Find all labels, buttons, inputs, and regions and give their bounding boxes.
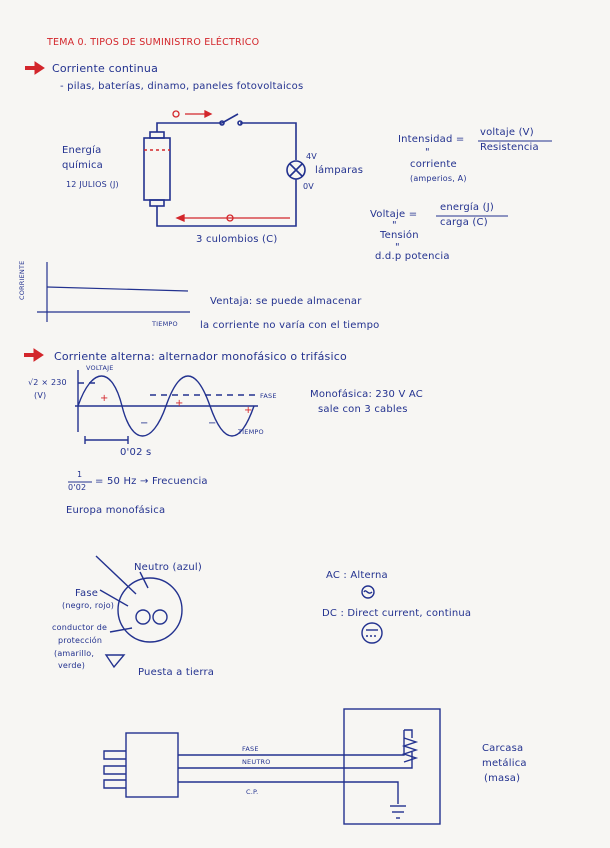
plug-icon bbox=[125, 732, 179, 798]
dc-definition: DC : Direct current, continua bbox=[322, 608, 472, 619]
time-label: TIEMPO bbox=[238, 428, 264, 436]
freq-numerator: 1 bbox=[77, 470, 83, 479]
ditto-mark: " bbox=[395, 242, 400, 253]
fraction-lines bbox=[68, 140, 552, 483]
cp-wire-label: C.P. bbox=[246, 788, 259, 796]
phase-label: FASE bbox=[260, 392, 277, 400]
protection-label-2: protección bbox=[58, 636, 103, 645]
lamp-icon bbox=[286, 160, 306, 180]
tension-label: Tensión bbox=[380, 230, 419, 241]
resistor-icon bbox=[401, 737, 419, 763]
plus-sign: + bbox=[100, 393, 109, 404]
ground-icon bbox=[104, 654, 126, 669]
ac-symbol-icon bbox=[361, 585, 375, 599]
peak-label: √2 × 230 bbox=[28, 378, 67, 387]
formula-intensity-num: voltaje (V) bbox=[480, 127, 534, 138]
no-variation-note: la corriente no varía con el tiempo bbox=[200, 320, 380, 331]
minus-sign: − bbox=[140, 418, 149, 429]
dc-current-graph bbox=[37, 262, 190, 322]
current-label: corriente bbox=[410, 159, 457, 170]
current-unit: (amperios, A) bbox=[410, 174, 467, 183]
freq-result: = 50 Hz → Frecuencia bbox=[95, 476, 208, 487]
ditto-mark: " bbox=[392, 220, 397, 231]
europe-note: Europa monofásica bbox=[66, 505, 166, 516]
advantage-note: Ventaja: se puede almacenar bbox=[210, 296, 362, 307]
switch-icon bbox=[221, 113, 239, 124]
energy-label: Energía bbox=[62, 145, 102, 156]
bullet-arrow-dc bbox=[25, 61, 45, 75]
voltage-bottom: 0V bbox=[303, 182, 314, 191]
metal-casing bbox=[343, 708, 441, 825]
charge-label: 3 culombios (C) bbox=[196, 234, 278, 245]
formula-voltage-num: energía (J) bbox=[440, 202, 494, 213]
phase-colors: (negro, rojo) bbox=[62, 601, 115, 610]
ac-heading: Corriente alterna: alternador monofásico… bbox=[54, 350, 347, 363]
period-label: 0'02 s bbox=[120, 447, 152, 458]
casing-label: Carcasa bbox=[482, 743, 524, 754]
ac-definition: AC : Alterna bbox=[326, 570, 388, 581]
dc-circuit bbox=[143, 113, 306, 227]
peak-unit: (V) bbox=[34, 391, 47, 400]
dc-heading: Corriente continua bbox=[52, 62, 159, 75]
energy-value: 12 JULIOS (J) bbox=[66, 180, 119, 189]
protection-label: conductor de bbox=[52, 623, 108, 632]
ddp-label: d.d.p potencia bbox=[375, 251, 450, 262]
casing-label-2: metálica bbox=[482, 758, 527, 769]
mono-cables-note: sale con 3 cables bbox=[318, 404, 408, 415]
voltage-top: 4V bbox=[306, 152, 317, 161]
bullet-arrow-ac bbox=[24, 348, 44, 362]
minus-sign: − bbox=[208, 418, 217, 429]
phase-wire-label: FASE bbox=[242, 745, 259, 753]
plus-sign: + bbox=[244, 405, 253, 416]
formula-intensity-den: Resistencia bbox=[480, 142, 539, 153]
ground-label: Puesta a tierra bbox=[138, 667, 215, 678]
formula-voltage-lhs: Voltaje = bbox=[370, 209, 418, 220]
current-arrows bbox=[172, 109, 290, 222]
page-title: TEMA 0. TIPOS DE SUMINISTRO ELÉCTRICO bbox=[47, 37, 260, 48]
lamp-label: lámparas bbox=[315, 165, 364, 176]
mono-note: Monofásica: 230 V AC bbox=[310, 389, 423, 400]
formula-voltage-den: carga (C) bbox=[440, 217, 488, 228]
formula-intensity-lhs: Intensidad = bbox=[398, 134, 465, 145]
protection-colors: (amarillo, bbox=[54, 649, 95, 658]
battery-icon bbox=[143, 137, 171, 201]
dc-symbol-icon bbox=[361, 622, 383, 644]
graph-x-label: TIEMPO bbox=[152, 320, 178, 328]
energy-label-2: química bbox=[62, 160, 104, 171]
voltage-axis-label: VOLTAJE bbox=[86, 364, 114, 372]
appliance-diagram bbox=[103, 708, 441, 825]
freq-denominator: 0'02 bbox=[68, 483, 87, 492]
plus-sign: + bbox=[175, 398, 184, 409]
dc-sources: - pilas, baterías, dinamo, paneles fotov… bbox=[60, 81, 304, 92]
ditto-mark: " bbox=[425, 147, 430, 158]
graph-y-label: CORRIENTE bbox=[18, 260, 26, 300]
ac-sine-graph bbox=[75, 370, 258, 444]
neutral-label: Neutro (azul) bbox=[134, 562, 202, 573]
neutral-wire-label: NEUTRO bbox=[242, 758, 271, 766]
casing-label-3: (masa) bbox=[484, 773, 521, 784]
protection-colors-2: verde) bbox=[58, 661, 86, 670]
phase-label: Fase bbox=[75, 588, 99, 599]
